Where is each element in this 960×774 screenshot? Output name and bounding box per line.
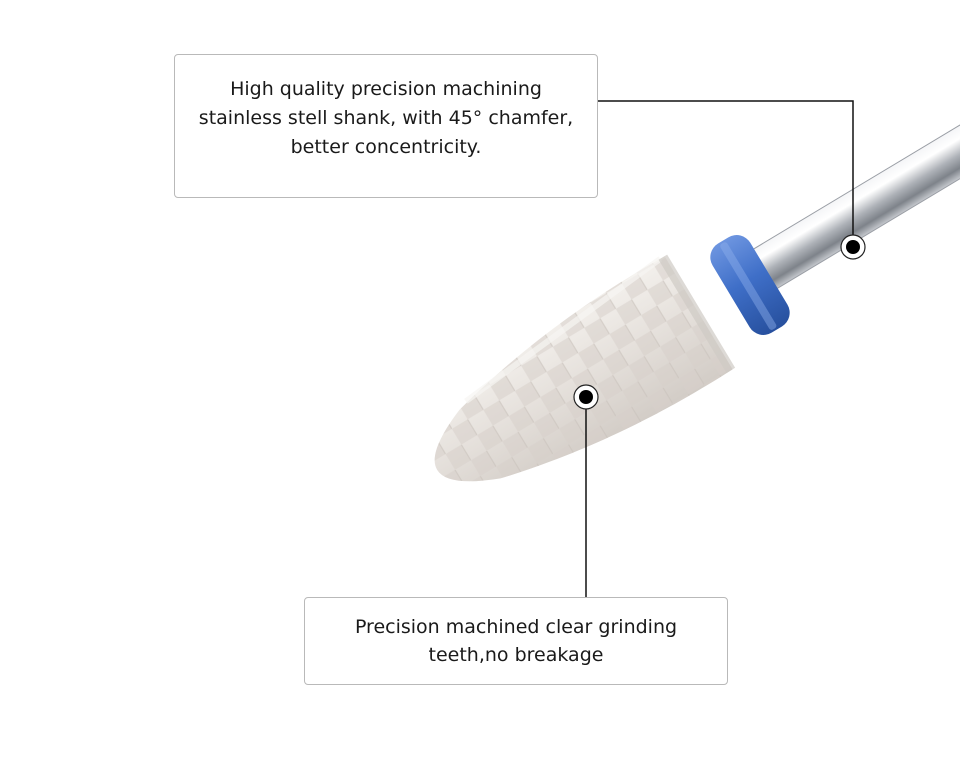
shank-callout-box: High quality precision machining stainle… <box>174 54 598 198</box>
target-dot-icon <box>573 384 599 410</box>
target-dot-icon <box>840 234 866 260</box>
teeth-callout-box: Precision machined clear grinding teeth,… <box>304 597 728 685</box>
callout-text-line: Precision machined clear grinding <box>354 616 678 638</box>
drill-shank <box>747 117 960 293</box>
callout-text-line: teeth,no breakage <box>428 644 604 666</box>
shank-leader-line <box>598 100 854 247</box>
callout-text-line: better concentricity. <box>290 135 482 158</box>
ceramic-head <box>434 254 736 482</box>
blue-ring <box>710 235 790 335</box>
callout-text-line: High quality precision machining <box>230 77 542 100</box>
callout-text-line: stainless stell shank, with 45° chamfer, <box>198 106 574 129</box>
